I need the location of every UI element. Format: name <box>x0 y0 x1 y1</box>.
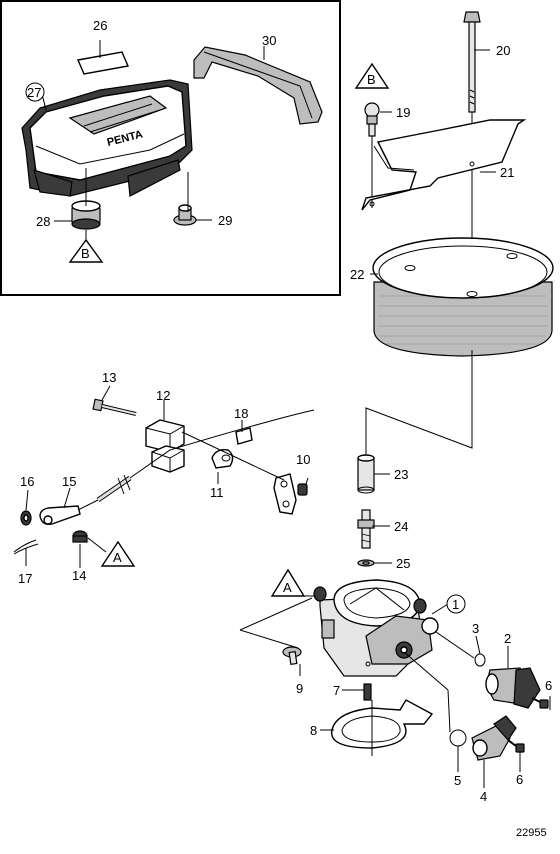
ref-mark-a-throttle: A <box>270 568 306 597</box>
callout-13: 13 <box>102 370 116 385</box>
callout-7: 7 <box>333 683 340 698</box>
part-5-o-ring <box>449 729 467 747</box>
callout-4: 4 <box>480 789 487 804</box>
part-26-label-plate <box>77 51 129 75</box>
part-24-stud <box>357 509 375 549</box>
callout-20: 20 <box>496 43 510 58</box>
callout-1: 1 <box>452 597 459 612</box>
part-3-o-ring <box>474 653 486 667</box>
part-27-engine-cover: PENTA <box>21 79 193 197</box>
part-13-bolt <box>92 398 137 416</box>
callout-29: 29 <box>218 213 232 228</box>
part-22-air-filter <box>372 237 554 357</box>
callout-leaders <box>25 49 551 788</box>
part-16-washer <box>20 510 32 526</box>
callout-27: 27 <box>27 85 41 100</box>
part-2-sensor <box>485 667 541 709</box>
callout-26: 26 <box>93 18 107 33</box>
ref-mark-a-cable: A <box>87 537 136 567</box>
callout-16: 16 <box>20 474 34 489</box>
ref-mark-a-cable-text: A <box>113 550 122 565</box>
callout-11: 11 <box>210 485 224 500</box>
callout-12: 12 <box>156 388 170 403</box>
callout-18: 18 <box>234 406 248 421</box>
part-25-washer <box>357 559 375 567</box>
part-19-ball-stud <box>364 102 380 137</box>
part-17-cotter-pin <box>13 539 39 555</box>
ref-mark-a-throttle-text: A <box>283 580 292 595</box>
part-29-rubber-bush <box>173 204 197 226</box>
callout-30: 30 <box>262 33 276 48</box>
callout-10: 10 <box>296 452 310 467</box>
callout-3: 3 <box>472 621 479 636</box>
cable-bracket-plate <box>273 473 297 515</box>
ref-mark-b-bracket-text: B <box>367 72 376 87</box>
callout-6-upper: 6 <box>545 678 552 693</box>
part-6-screw-lower <box>507 739 525 753</box>
callout-2: 2 <box>504 631 511 646</box>
part-23-spacer <box>357 454 375 494</box>
callout-15: 15 <box>62 474 76 489</box>
part-11-clip <box>211 448 234 469</box>
callout-5: 5 <box>454 773 461 788</box>
callout-14: 14 <box>72 568 86 583</box>
ref-mark-b-inset: B <box>68 168 104 263</box>
callout-1-circle <box>446 594 466 614</box>
part-9-screw <box>282 646 302 666</box>
callout-28: 28 <box>36 214 50 229</box>
part-20-bolt <box>463 11 481 113</box>
part-12-clamp <box>145 419 185 473</box>
part-4-idle-air-control <box>471 715 517 761</box>
part-21-bracket <box>361 119 527 211</box>
callout-25: 25 <box>396 556 410 571</box>
part-18-cable <box>73 409 315 513</box>
callout-9: 9 <box>296 681 303 696</box>
inset-frame <box>0 0 341 296</box>
ref-mark-b-inset-text: B <box>81 246 90 261</box>
callout-8: 8 <box>310 723 317 738</box>
callout-17: 17 <box>18 571 32 586</box>
part-14-nut <box>72 530 88 543</box>
part-8-gasket <box>331 699 434 749</box>
callout-24: 24 <box>394 519 408 534</box>
part-10-nut <box>297 483 308 496</box>
callout-27-circle <box>25 82 45 102</box>
part-7-screw <box>363 683 372 701</box>
callout-22: 22 <box>350 267 364 282</box>
figure-number: 22955 <box>516 827 547 839</box>
part-30-cover-handle <box>193 46 323 125</box>
callout-19: 19 <box>396 105 410 120</box>
callout-6-lower: 6 <box>516 772 523 787</box>
part-15-rod-end <box>39 505 81 526</box>
callout-21: 21 <box>500 165 514 180</box>
part-6-screw-upper <box>531 697 549 709</box>
part-1-throttle-body <box>313 579 439 677</box>
callout-23: 23 <box>394 467 408 482</box>
ref-mark-b-bracket: B <box>354 62 390 89</box>
